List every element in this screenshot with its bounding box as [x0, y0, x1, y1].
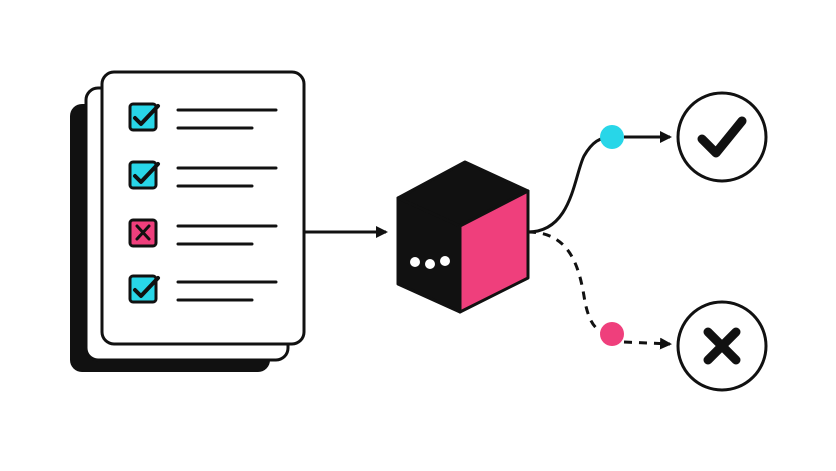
failure-node-dot: [600, 322, 624, 346]
processing-cube: [396, 160, 530, 314]
checklist-item: [128, 274, 278, 304]
check-icon: [133, 276, 160, 298]
checklist-document-stack: [70, 70, 306, 372]
checklist-checkbox: [128, 102, 158, 132]
failure-arrow: [623, 337, 672, 350]
success-branch: [527, 91, 768, 234]
checklist-rows: [128, 102, 278, 304]
failure-path: [527, 230, 613, 336]
checklist-checkbox: [128, 274, 158, 304]
check-icon: [133, 162, 160, 184]
ellipsis-icon: [410, 256, 450, 269]
x-icon: [703, 327, 741, 365]
failure-branch: [527, 230, 768, 392]
checklist-item: [128, 160, 278, 190]
cube-right-face: [458, 189, 530, 314]
success-path: [527, 135, 613, 234]
checklist-item: [128, 102, 278, 132]
success-outcome-circle: [676, 91, 768, 183]
checklist-item: [128, 218, 278, 248]
check-icon: [133, 104, 160, 126]
success-node-dot: [600, 125, 624, 149]
x-icon: [135, 224, 151, 241]
checklist-checkbox: [128, 160, 158, 190]
check-icon: [697, 116, 747, 158]
